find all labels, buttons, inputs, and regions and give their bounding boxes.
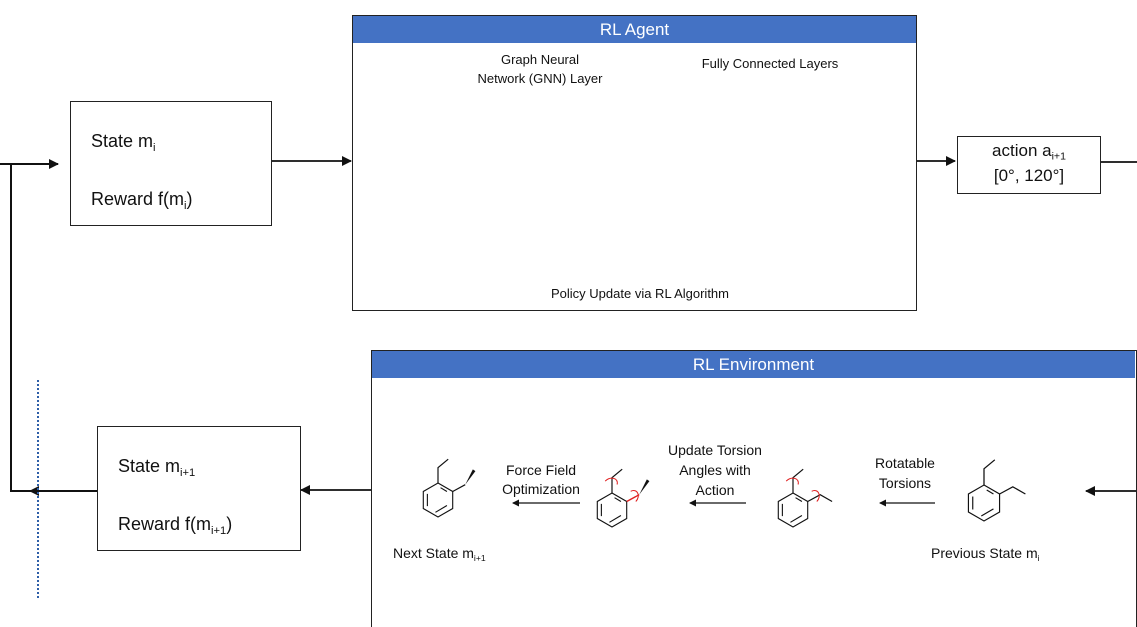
rl-agent-box: [352, 15, 917, 311]
action-label: action ai+1: [992, 141, 1066, 163]
action-box: [957, 136, 1101, 194]
reward-label: Reward f(mi): [91, 189, 193, 212]
previous-molecule-icon: [967, 459, 1026, 522]
feedback-loop: [0, 159, 97, 600]
next-molecule-icon: [422, 458, 476, 518]
rotated-molecule-icon: [777, 468, 833, 528]
policy-update-label: Policy Update via RL Algorithm: [551, 286, 729, 301]
state-box: [70, 101, 272, 226]
previous-state-label: Previous State mi: [931, 545, 1040, 564]
rl-environment-header: RL Environment: [372, 351, 1135, 378]
fc-layers-label: Fully Connected Layers: [701, 56, 839, 71]
rl-agent-header: RL Agent: [353, 16, 916, 43]
action-range-label: [0°, 120°]: [993, 166, 1065, 185]
state-label: State mi: [91, 131, 156, 154]
next-state-box: [97, 426, 301, 551]
next-reward-label: Reward f(mi+1): [118, 514, 233, 537]
next-state-label: State mi+1: [118, 456, 196, 479]
updated-molecule-icon: [596, 468, 650, 528]
next-state-env-label: Next State mi+1: [393, 545, 486, 564]
